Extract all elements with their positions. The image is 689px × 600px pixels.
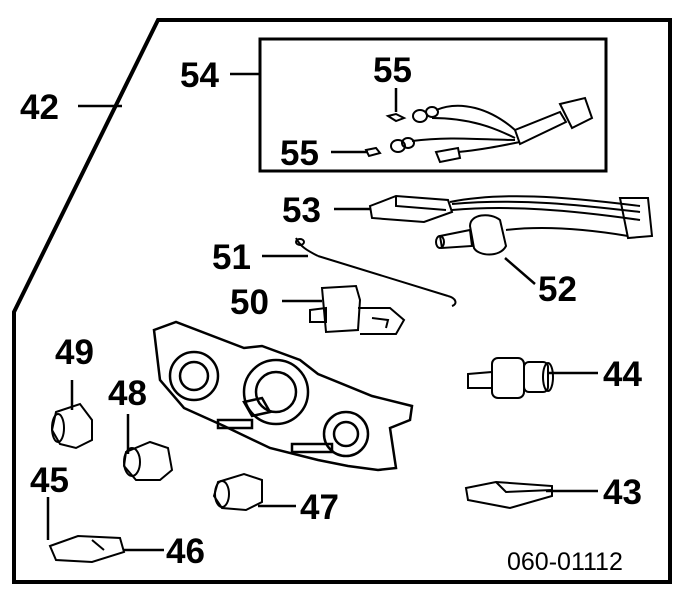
label-47: 47 [300,488,339,527]
part-47-knob [212,472,263,512]
label-49: 49 [55,333,94,372]
label-48: 48 [108,374,147,413]
label-44: 44 [603,355,642,394]
part-52-switch [435,214,629,256]
label-43: 43 [603,473,642,512]
part-55-plug-bottom [364,146,382,158]
label-54: 54 [180,56,219,95]
part-44-actuator [467,357,554,399]
part-49-knob [50,402,93,450]
label-46: 46 [166,532,205,571]
label-52: 52 [538,270,577,309]
part-46-lever [48,534,126,564]
control-panel-body [152,320,414,472]
part-53-connector [368,194,654,240]
part-54-wire-harness [390,96,594,164]
label-50: 50 [230,283,269,322]
part-48-knob [122,440,174,481]
label-51: 51 [212,238,251,277]
label-53: 53 [282,191,321,230]
harness-subassembly-box [258,37,608,173]
label-55-bottom: 55 [280,134,319,173]
label-42: 42 [20,88,59,127]
part-43-bulb-socket [464,480,553,510]
part-55-plug-top [385,112,407,123]
label-55-top: 55 [373,51,412,90]
part-51-control-cable [295,237,457,307]
part-50-cable-bracket [309,284,406,335]
leader-lines [46,72,598,552]
diagram-code: 060-01112 [507,548,623,576]
assembly-frame [12,18,672,584]
label-45: 45 [30,461,69,500]
